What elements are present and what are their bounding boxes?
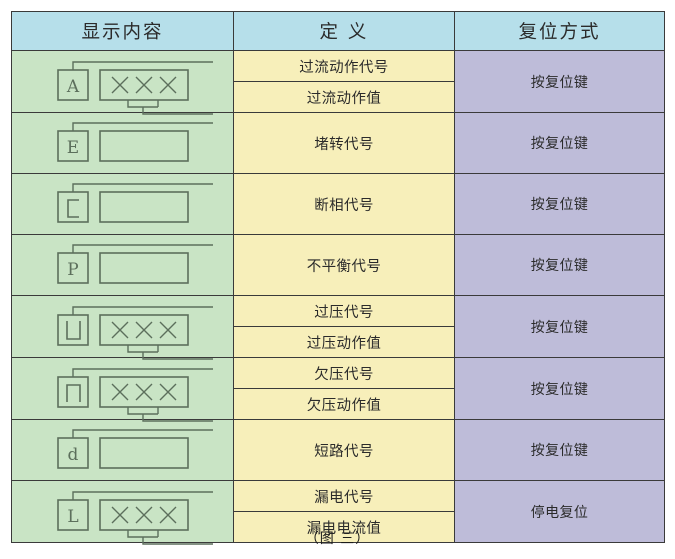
column-header-display: 显示内容	[11, 11, 234, 51]
reset-method-cell: 按复位键	[454, 173, 665, 235]
table-header-row: 显示内容 定 义 复位方式	[11, 11, 665, 51]
definition-cell: 不平衡代号	[233, 234, 455, 296]
svg-text:E: E	[66, 138, 78, 158]
table-row: E 堵转代号按复位键	[11, 112, 665, 174]
lcd-display-illustration	[28, 363, 218, 422]
figure-caption: （图 三）	[304, 531, 371, 547]
lcd-glyph-earth-leakage: L	[11, 480, 234, 545]
definition-cell: 断相代号	[233, 173, 455, 235]
column-header-definition: 定 义	[233, 11, 455, 51]
definition-cell: 堵转代号	[233, 112, 455, 174]
definition-cell: 过压动作值	[233, 326, 455, 358]
table-row: 欠压动作值	[12, 388, 665, 420]
definition-cell: 过流动作代号	[233, 50, 455, 82]
table-row: 过压动作值	[12, 326, 665, 358]
table-row: 漏电电流值	[12, 511, 665, 543]
lcd-glyph-overcurrent: A	[11, 50, 234, 115]
reset-method-cell: 按复位键	[454, 50, 665, 113]
definition-cell: 短路代号	[233, 419, 455, 481]
table-row: 过流动作值	[12, 81, 665, 113]
lcd-display-illustration	[28, 178, 218, 230]
definition-cell: 欠压动作值	[233, 388, 455, 420]
table-row: A 过流动作代号按复位键	[11, 50, 665, 115]
table-row: P 不平衡代号按复位键	[11, 234, 665, 296]
reset-method-cell: 按复位键	[454, 112, 665, 174]
svg-text:A: A	[65, 77, 79, 97]
reset-method-cell: 按复位键	[454, 357, 665, 420]
reset-method-cell: 按复位键	[454, 419, 665, 481]
table-row: 断相代号按复位键	[11, 173, 665, 235]
lcd-display-illustration: P	[28, 239, 218, 291]
lcd-glyph-undervoltage	[11, 357, 234, 422]
lcd-glyph-stall: E	[11, 112, 234, 174]
lcd-display-illustration	[28, 301, 218, 360]
table-row: 过压代号按复位键	[11, 295, 665, 360]
column-header-reset: 复位方式	[454, 11, 665, 51]
table-row: L 漏电代号停电复位	[11, 480, 665, 545]
definition-cell: 过压代号	[233, 295, 455, 327]
definition-cell: 欠压代号	[233, 357, 455, 389]
definition-cell: 漏电代号	[233, 480, 455, 512]
svg-text:P: P	[67, 260, 78, 280]
lcd-glyph-overvoltage	[11, 295, 234, 360]
lcd-display-illustration: L	[28, 486, 218, 545]
table-row: d 短路代号按复位键	[11, 419, 665, 481]
lcd-display-illustration: d	[28, 424, 218, 476]
lcd-display-illustration: E	[28, 117, 218, 169]
reset-method-cell: 按复位键	[454, 234, 665, 296]
lcd-glyph-short-circuit: d	[11, 419, 234, 481]
definition-cell: 过流动作值	[233, 81, 455, 113]
reset-method-cell: 按复位键	[454, 295, 665, 358]
svg-text:L: L	[67, 507, 78, 527]
lcd-glyph-unbalance: P	[11, 234, 234, 296]
lcd-glyph-phase-loss	[11, 173, 234, 235]
reset-method-cell: 停电复位	[454, 480, 665, 543]
definition-cell: 漏电电流值	[233, 511, 455, 543]
svg-text:d: d	[67, 445, 78, 465]
table-row: 欠压代号按复位键	[11, 357, 665, 422]
lcd-display-illustration: A	[28, 56, 218, 115]
